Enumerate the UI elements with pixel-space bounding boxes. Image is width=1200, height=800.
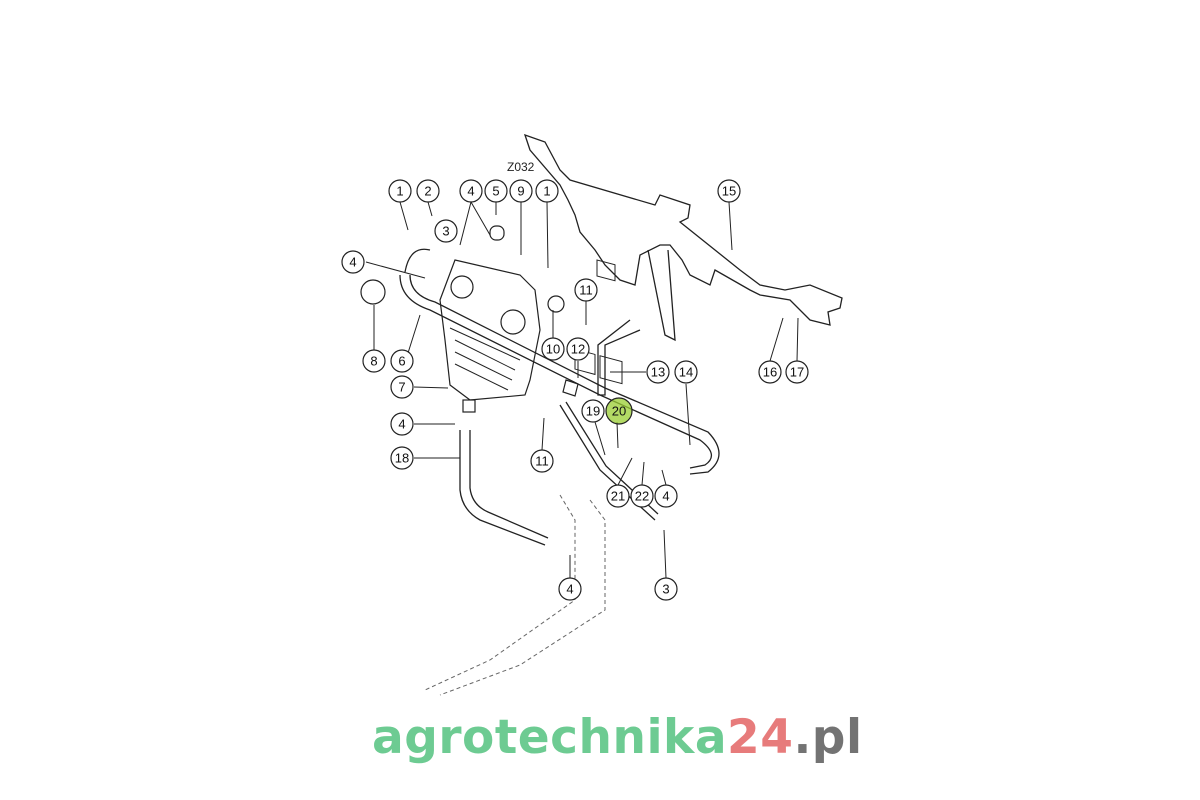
callout-12[interactable]: 12 xyxy=(566,337,590,361)
callout-11[interactable]: 11 xyxy=(530,449,554,473)
svg-text:15: 15 xyxy=(722,184,736,199)
svg-text:12: 12 xyxy=(571,342,585,357)
svg-text:6: 6 xyxy=(398,354,405,369)
svg-text:4: 4 xyxy=(566,582,573,597)
mounting-frame xyxy=(523,133,843,396)
watermark-domain: .pl xyxy=(793,710,863,765)
svg-text:19: 19 xyxy=(586,404,600,419)
svg-text:13: 13 xyxy=(651,365,665,380)
svg-text:18: 18 xyxy=(395,451,409,466)
svg-text:8: 8 xyxy=(370,354,377,369)
watermark-brand: agrotechnika xyxy=(372,710,728,765)
callout-1[interactable]: 1 xyxy=(388,179,412,203)
watermark-number: 24 xyxy=(727,710,794,765)
callout-7[interactable]: 7 xyxy=(390,375,414,399)
callout-22[interactable]: 22 xyxy=(630,484,654,508)
svg-text:10: 10 xyxy=(546,342,560,357)
callout-6[interactable]: 6 xyxy=(390,349,414,373)
callouts: 1 2 4 5 9 1 15 3 4 11 8 6 10 12 13 14 16… xyxy=(341,179,809,601)
callout-14[interactable]: 14 xyxy=(674,360,698,384)
svg-text:7: 7 xyxy=(398,380,405,395)
svg-text:4: 4 xyxy=(349,255,356,270)
callout-8[interactable]: 8 xyxy=(362,349,386,373)
callout-4[interactable]: 4 xyxy=(558,577,582,601)
callout-15[interactable]: 15 xyxy=(717,179,741,203)
svg-text:3: 3 xyxy=(442,224,449,239)
callout-4[interactable]: 4 xyxy=(654,484,678,508)
callout-3[interactable]: 3 xyxy=(434,219,458,243)
callout-4[interactable]: 4 xyxy=(341,250,365,274)
svg-text:16: 16 xyxy=(763,365,777,380)
callout-17[interactable]: 17 xyxy=(785,360,809,384)
callout-18[interactable]: 18 xyxy=(390,446,414,470)
callout-21[interactable]: 21 xyxy=(606,484,630,508)
svg-text:2: 2 xyxy=(424,184,431,199)
diagram-code: Z032 xyxy=(507,160,535,174)
svg-text:21: 21 xyxy=(611,489,625,504)
svg-text:1: 1 xyxy=(396,184,403,199)
svg-text:20: 20 xyxy=(612,404,626,419)
svg-text:9: 9 xyxy=(517,184,524,199)
callout-5[interactable]: 5 xyxy=(484,179,508,203)
callout-2[interactable]: 2 xyxy=(416,179,440,203)
svg-text:11: 11 xyxy=(579,283,593,298)
callout-4[interactable]: 4 xyxy=(390,412,414,436)
watermark: agrotechnika24.pl xyxy=(372,712,863,764)
svg-text:5: 5 xyxy=(492,184,499,199)
svg-text:14: 14 xyxy=(679,365,693,380)
svg-text:4: 4 xyxy=(398,417,405,432)
callout-20-highlighted[interactable]: 20 xyxy=(605,397,633,425)
svg-text:22: 22 xyxy=(635,489,649,504)
hoses xyxy=(399,248,720,696)
callout-9[interactable]: 9 xyxy=(509,179,533,203)
svg-text:4: 4 xyxy=(662,489,669,504)
callout-11[interactable]: 11 xyxy=(574,278,598,302)
callout-10[interactable]: 10 xyxy=(541,337,565,361)
callout-19[interactable]: 19 xyxy=(581,399,605,423)
callout-16[interactable]: 16 xyxy=(758,360,782,384)
svg-text:11: 11 xyxy=(535,454,549,469)
callout-4[interactable]: 4 xyxy=(459,179,483,203)
svg-text:17: 17 xyxy=(790,365,804,380)
callout-13[interactable]: 13 xyxy=(646,360,670,384)
leader-lines xyxy=(365,201,799,579)
callout-3[interactable]: 3 xyxy=(654,577,678,601)
svg-text:3: 3 xyxy=(662,582,669,597)
svg-text:4: 4 xyxy=(467,184,474,199)
callout-1[interactable]: 1 xyxy=(535,179,559,203)
svg-text:1: 1 xyxy=(543,184,550,199)
